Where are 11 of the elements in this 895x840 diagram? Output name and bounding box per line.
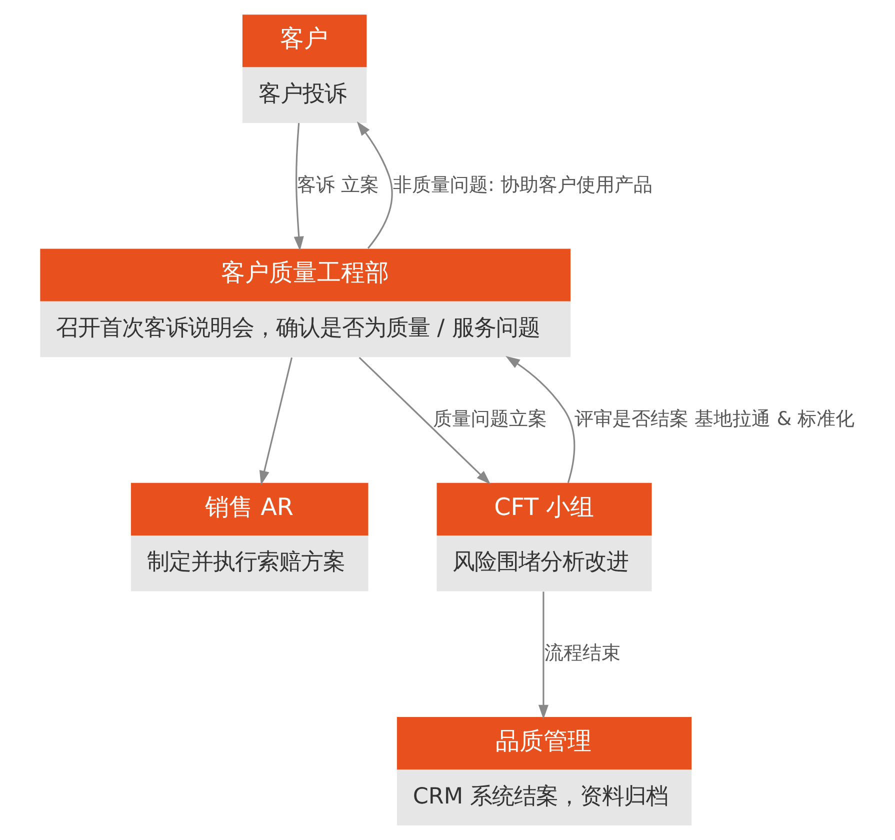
arrow: [538, 592, 548, 720]
arrow: [358, 356, 491, 484]
arrow: [506, 356, 576, 484]
arrow: [356, 121, 393, 249]
edge-label: 非质量问题: 协助客户使用产品: [392, 172, 653, 196]
arrow: [294, 122, 304, 251]
edge-label: 质量问题立案: [433, 406, 548, 430]
edge-label: 流程结束: [544, 641, 620, 664]
edge-label: 评审是否结案 基地拉通 & 标准化: [574, 406, 855, 430]
arrow: [259, 357, 293, 486]
edge-label: 客诉 立案: [296, 172, 380, 196]
